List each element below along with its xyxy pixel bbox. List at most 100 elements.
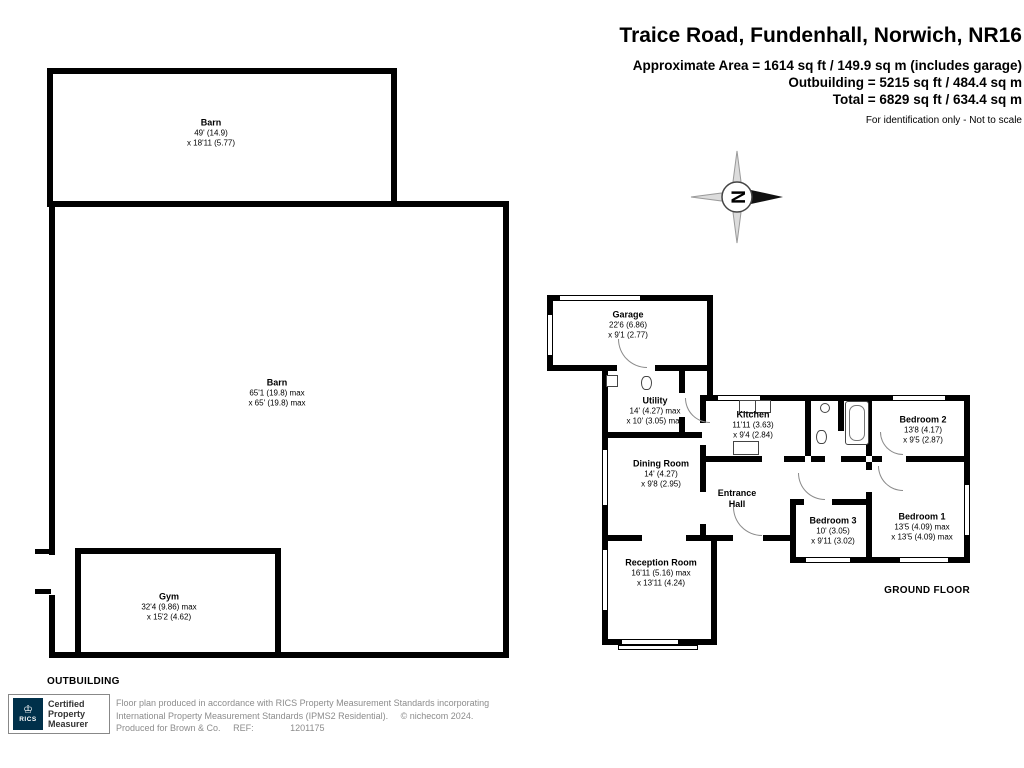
room-label-entrance-hall: Entrance Hall (711, 488, 763, 510)
door-arc (798, 473, 825, 500)
produced-for-text: Produced for Brown & Co. (116, 723, 221, 733)
page-title: Traice Road, Fundenhall, Norwich, NR16 (619, 24, 1022, 47)
bay-window (618, 645, 698, 650)
room-name: Bedroom 3 (809, 515, 857, 526)
wall-segment (547, 365, 617, 371)
room-dims: 65'1 (19.8) max (249, 388, 305, 398)
wall-segment (790, 505, 796, 557)
wall-segment (47, 201, 509, 207)
room-dims: 13'5 (4.09) max (894, 522, 950, 532)
wall-segment (700, 395, 970, 401)
wall-segment (711, 541, 717, 645)
room-name: Dining Room (633, 458, 689, 469)
window-marker (547, 315, 553, 355)
wall-segment (679, 417, 685, 432)
room-label-utility: Utility 14' (4.27) max x 10' (3.05) max (626, 396, 683, 427)
room-label-bedroom-1: Bedroom 1 13'5 (4.09) max x 13'5 (4.09) … (891, 512, 953, 543)
room-label-kitchen: Kitchen 11'11 (3.63) x 9'4 (2.84) (732, 410, 773, 441)
wall-segment (763, 535, 796, 541)
window-marker (718, 395, 760, 401)
room-dims: x 9'8 (2.95) (641, 479, 681, 489)
room-name: Reception Room (625, 557, 697, 568)
approx-area-line: Approximate Area = 1614 sq ft / 149.9 sq… (632, 58, 1022, 73)
wall-segment (790, 557, 970, 563)
outbuilding-section-label: OUTBUILDING (47, 676, 120, 687)
toilet-icon (641, 376, 652, 390)
room-name: Barn (200, 117, 222, 128)
window-marker (893, 395, 945, 401)
wall-segment (655, 365, 713, 371)
wall-segment (391, 68, 397, 207)
wall-segment (790, 499, 804, 505)
footer-line-2: International Property Measurement Stand… (116, 710, 489, 723)
toilet-icon (816, 430, 827, 444)
room-dims: 22'6 (6.86) (609, 320, 647, 330)
room-dims: x 18'11 (5.77) (186, 138, 236, 148)
rics-org-name: RICS (19, 716, 37, 723)
room-dims: 32'4 (9.86) max (141, 602, 197, 612)
total-area-line: Total = 6829 sq ft / 634.4 sq m (832, 92, 1022, 107)
room-dims: x 13'5 (4.09) max (891, 532, 953, 542)
ground-floor-section-label: GROUND FLOOR (884, 585, 970, 596)
room-dims: x 65' (19.8) max (248, 398, 306, 408)
wall-segment (707, 295, 713, 371)
ref-value: 1201175 (290, 723, 325, 733)
kitchen-sink-icon (739, 400, 771, 413)
compass-rose: N (690, 150, 783, 244)
room-dims: 10' (3.05) (816, 526, 850, 536)
rics-crest-icon: ♔ RICS (13, 698, 43, 730)
ref-label: REF: (233, 723, 254, 733)
window-marker (560, 295, 640, 301)
wall-segment (49, 652, 509, 658)
room-label-bedroom-3: Bedroom 3 10' (3.05) x 9'11 (3.02) (809, 516, 856, 547)
basin-icon (820, 403, 830, 413)
wall-segment (711, 535, 733, 541)
door-arc (733, 507, 762, 536)
wall-segment (841, 456, 866, 462)
room-label-barn-top: Barn 49' (14.9) x 18'11 (5.77) (187, 118, 235, 149)
wall-segment (275, 554, 281, 652)
footer-copyright: © nichecom 2024. (400, 710, 474, 721)
window-marker (602, 550, 608, 610)
room-label-barn-main: Barn 65'1 (19.8) max x 65' (19.8) max (248, 378, 305, 409)
cooker-icon (733, 441, 759, 455)
rics-logo: ♔ RICS Certified Property Measurer (8, 694, 110, 734)
footer-disclaimer: Floor plan produced in accordance with R… (116, 697, 489, 735)
rics-logo-line: Measurer (48, 719, 89, 729)
wall-segment (906, 456, 970, 462)
wall-segment (784, 456, 805, 462)
footer-line-1: Floor plan produced in accordance with R… (116, 698, 490, 708)
wall-segment (49, 595, 55, 658)
footer-standards-text: International Property Measurement Stand… (116, 710, 389, 721)
wall-segment (602, 371, 608, 432)
room-name: Gym (158, 591, 179, 602)
room-name: Utility (642, 395, 668, 406)
door-arc (878, 466, 903, 491)
wall-segment (872, 456, 882, 462)
wall-segment (866, 492, 872, 557)
door-arc (618, 339, 647, 368)
wall-segment (679, 371, 685, 393)
window-marker (964, 485, 970, 535)
room-dims: x 9'11 (3.02) (811, 536, 855, 546)
rics-logo-line: Certified (48, 699, 85, 709)
wall-segment (700, 456, 762, 462)
room-dims: x 15'2 (4.62) (146, 612, 192, 622)
wall-segment (49, 207, 55, 555)
room-dims: 13'8 (4.17) (903, 425, 942, 435)
wall-segment (47, 68, 53, 207)
wall-segment (75, 548, 281, 554)
room-dims: 11'11 (3.63) (732, 420, 774, 430)
door-arc (685, 398, 710, 423)
room-dims: 14' (4.27) (644, 469, 678, 479)
wall-segment (832, 499, 872, 505)
room-name: Barn (266, 377, 288, 388)
header: Traice Road, Fundenhall, Norwich, NR16 A… (619, 24, 1022, 126)
room-dims: 49' (14.9) (194, 128, 228, 138)
wall-segment (602, 438, 608, 645)
wall-segment (602, 535, 642, 541)
window-marker (602, 450, 608, 505)
wall-segment (866, 462, 872, 470)
room-name: Bedroom 1 (898, 511, 946, 522)
